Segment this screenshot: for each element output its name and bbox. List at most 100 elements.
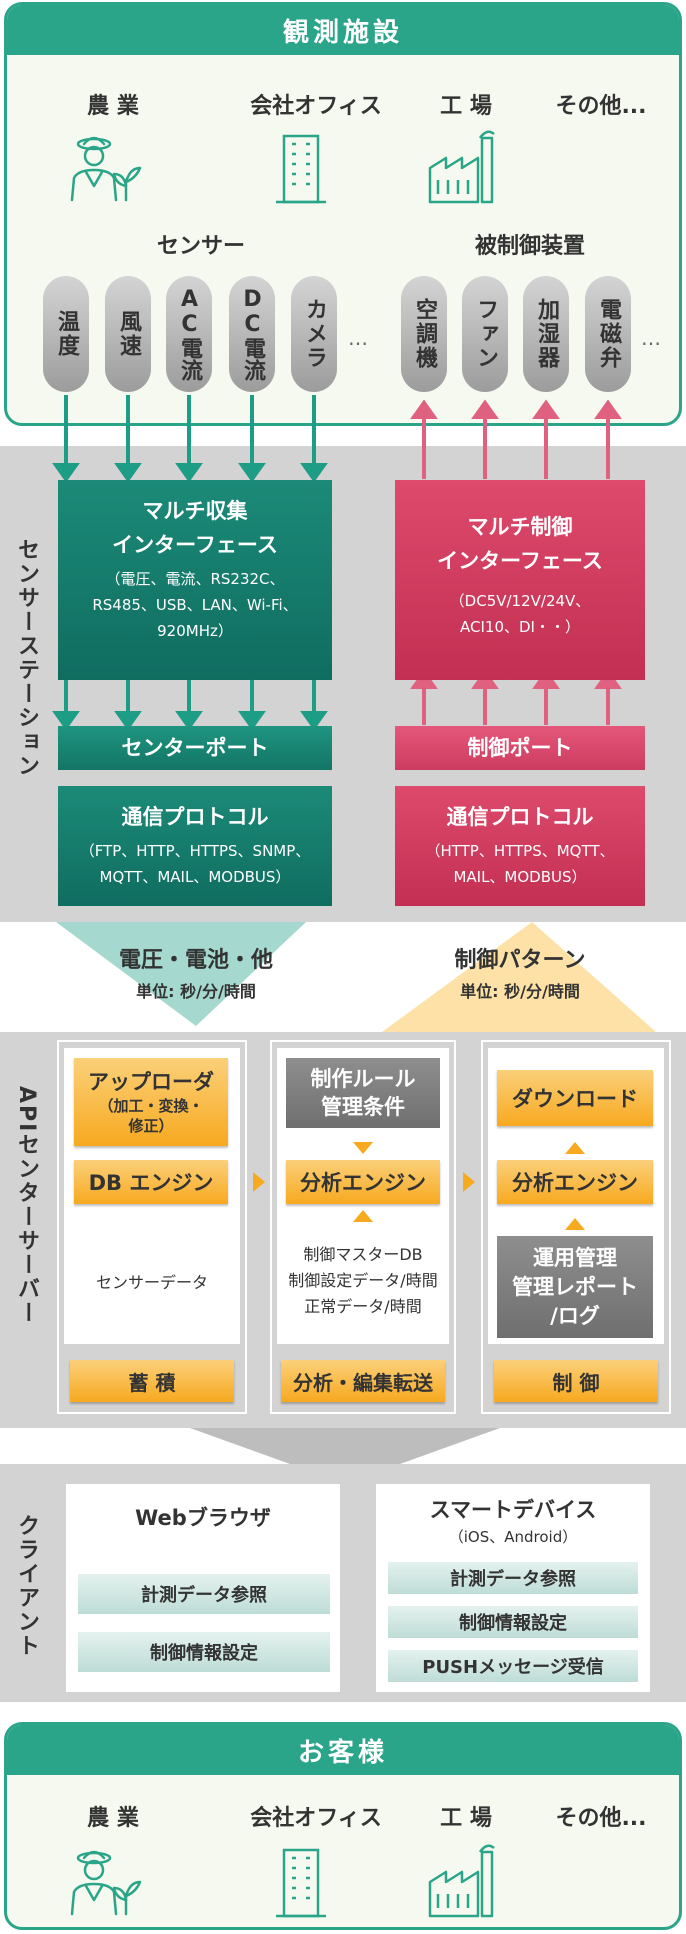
- sensor-dc-current: DC電流: [229, 276, 275, 392]
- multi-control-interface: マルチ制御 インターフェース （DC5V/12V/24V、 ACI10、DI・・…: [395, 480, 645, 680]
- ops-title-2: 管理レポート: [512, 1274, 638, 1299]
- protocol-left-sub-1: （FTP、HTTP、HTTPS、SNMP、: [79, 842, 311, 860]
- upload-flow-unit: 単位: 秒/分/時間: [136, 982, 256, 1001]
- multi-control-sub-2: ACI10、DI・・）: [460, 618, 580, 636]
- bottom-category-other: その他...: [555, 1806, 647, 1831]
- web-measurement-data-button[interactable]: 計測データ参照: [78, 1574, 330, 1614]
- device-air-conditioner: 空調機: [401, 276, 447, 392]
- control-port: 制御ポート: [395, 726, 645, 770]
- multi-collect-sub-2: RS485、USB、LAN、Wi-Fi、: [92, 596, 298, 614]
- device-humidifier: 加湿器: [523, 276, 569, 392]
- db-engine-label: DB エンジン: [88, 1171, 214, 1195]
- storage-button: 蓄 積: [70, 1360, 234, 1402]
- multi-control-title-1: マルチ制御: [467, 515, 573, 539]
- controlled-devices-label: 被制御装置: [474, 234, 585, 259]
- sensor-ac-current: AC電流: [166, 276, 212, 392]
- sensor-data-text: センサーデータ: [95, 1273, 208, 1292]
- protocol-left-sub-2: MQTT、MAIL、MODBUS）: [99, 868, 291, 886]
- smart-device-sub: （iOS、Android）: [448, 1528, 578, 1546]
- web-browser-title: Webブラウザ: [135, 1506, 271, 1530]
- smart-device-title: スマートデバイス: [429, 1498, 597, 1522]
- multi-control-sub-1: （DC5V/12V/24V、: [449, 592, 591, 610]
- master-db-text-1: 制御マスターDB: [303, 1245, 423, 1264]
- category-factory: 工 場: [440, 94, 492, 119]
- bottom-category-office: 会社オフィス: [250, 1806, 382, 1831]
- office-building-icon: [276, 134, 326, 204]
- bottom-category-agriculture: 農 業: [87, 1806, 139, 1831]
- rule-title-1: 制作ルール: [310, 1067, 416, 1091]
- flow-triangles: [56, 922, 656, 1032]
- category-office: 会社オフィス: [250, 94, 382, 119]
- download-label: ダウンロード: [512, 1087, 638, 1111]
- bottom-category-factory: 工 場: [440, 1806, 492, 1831]
- device-fan: ファン: [462, 276, 508, 392]
- control-panel: [481, 1040, 671, 1414]
- web-control-settings-button[interactable]: 制御情報設定: [78, 1632, 330, 1672]
- analysis-engine-2-box: 分析エンジン: [497, 1160, 653, 1204]
- station-arrows: [52, 395, 622, 731]
- category-other: その他...: [555, 94, 647, 119]
- category-agriculture: 農 業: [87, 94, 139, 119]
- rule-conditions-box: 制作ルール 管理条件: [286, 1058, 440, 1128]
- multi-collect-interface: マルチ収集 インターフェース （電圧、電流、RS232C、 RS485、USB、…: [58, 480, 332, 680]
- protocol-right-sub-2: MAIL、MODBUS）: [453, 868, 587, 886]
- bottom-office-building-icon: [276, 1848, 326, 1918]
- sensor-station-label: センサーステーション: [14, 538, 39, 778]
- device-ellipsis: …: [641, 326, 661, 350]
- multi-collect-title-1: マルチ収集: [142, 499, 248, 523]
- bottom-farmer-icon: [70, 1850, 142, 1916]
- sensors-label: センサー: [156, 234, 245, 259]
- control-button: 制 御: [494, 1360, 658, 1402]
- protocol-right-title: 通信プロトコル: [446, 805, 594, 829]
- uploader-sub-2: 修正）: [128, 1117, 174, 1135]
- uploader-title: アップローダ: [88, 1070, 214, 1094]
- sensor-temperature: 温度: [43, 276, 89, 392]
- rule-title-2: 管理条件: [321, 1095, 405, 1119]
- sensor-camera: カメラ: [291, 276, 337, 392]
- observation-facility-title: 観測施設: [7, 5, 679, 55]
- db-engine-box: DB エンジン: [74, 1160, 228, 1204]
- master-db-text-3: 正常データ/時間: [304, 1297, 422, 1316]
- control-port-label: 制御ポート: [467, 736, 573, 760]
- control-label: 制 御: [552, 1370, 600, 1395]
- storage-label: 蓄 積: [128, 1370, 176, 1395]
- multi-collect-sub-1: （電圧、電流、RS232C、: [105, 570, 285, 588]
- operations-box: 運用管理 管理レポート /ログ: [497, 1236, 653, 1338]
- protocol-left: 通信プロトコル （FTP、HTTP、HTTPS、SNMP、 MQTT、MAIL、…: [58, 786, 332, 906]
- api-arrows: [253, 1142, 585, 1230]
- multi-control-title-2: インターフェース: [437, 549, 603, 573]
- sensor-port: センターポート: [58, 726, 332, 770]
- upload-flow-label: 電圧・電池・他: [118, 948, 273, 973]
- bottom-factory-icon: [428, 1844, 495, 1918]
- factory-icon: [428, 130, 495, 204]
- protocol-left-title: 通信プロトコル: [121, 805, 269, 829]
- smart-measurement-data-button[interactable]: 計測データ参照: [388, 1562, 638, 1594]
- analysis-edit-label: 分析・編集転送: [293, 1370, 433, 1395]
- analysis-engine-box: 分析エンジン: [286, 1160, 440, 1204]
- sensor-ellipsis: …: [348, 326, 368, 350]
- sensor-port-label: センターポート: [121, 736, 269, 760]
- multi-collect-title-2: インターフェース: [112, 533, 278, 557]
- analysis-engine-2-label: 分析エンジン: [512, 1171, 638, 1195]
- protocol-right-sub-1: （HTTP、HTTPS、MQTT、: [425, 842, 615, 860]
- sensor-wind-speed: 風速: [105, 276, 151, 392]
- control-pattern-label: 制御パターン: [454, 948, 586, 973]
- analysis-edit-button: 分析・編集転送: [281, 1360, 445, 1402]
- download-box: ダウンロード: [497, 1070, 653, 1126]
- storage-panel: [57, 1040, 247, 1414]
- client-label: クライアント: [14, 1514, 39, 1658]
- api-center-label: APIセンターサーバー: [14, 1086, 39, 1326]
- api-to-client-connector: [190, 1428, 500, 1464]
- push-message-button[interactable]: PUSHメッセージ受信: [388, 1650, 638, 1682]
- smart-control-settings-button[interactable]: 制御情報設定: [388, 1606, 638, 1638]
- customer-frame: お客様: [4, 1722, 682, 1930]
- multi-collect-sub-3: 920MHz）: [157, 622, 233, 640]
- ops-title-3: /ログ: [550, 1303, 600, 1328]
- analysis-engine-label: 分析エンジン: [300, 1171, 426, 1195]
- protocol-right: 通信プロトコル （HTTP、HTTPS、MQTT、 MAIL、MODBUS）: [395, 786, 645, 906]
- master-db-text-2: 制御設定データ/時間: [288, 1271, 438, 1290]
- ops-title-1: 運用管理: [533, 1245, 617, 1270]
- uploader-sub-1: （加工・変換・: [98, 1097, 204, 1115]
- analysis-panel: [270, 1040, 456, 1414]
- control-pattern-unit: 単位: 秒/分/時間: [460, 982, 580, 1001]
